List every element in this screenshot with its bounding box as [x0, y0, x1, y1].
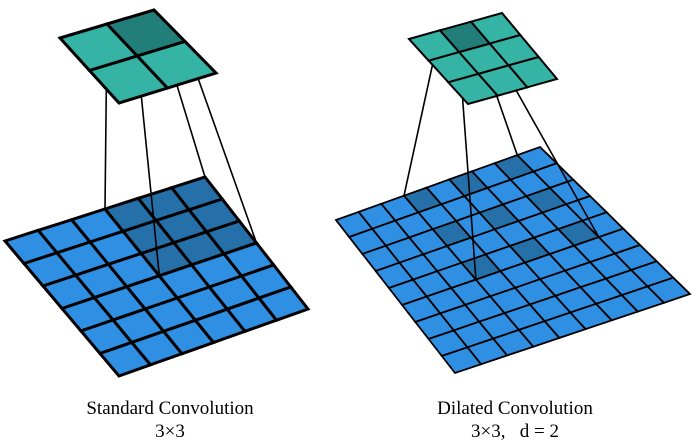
standard-convolution-caption: Standard Convolution 3×3 — [60, 397, 280, 443]
output-feature-map — [57, 8, 219, 105]
standard-convolution-panel — [2, 8, 311, 378]
output-feature-map — [407, 11, 559, 106]
caption-kernel-label: 3×3, d = 2 — [471, 421, 559, 442]
input-feature-map — [2, 175, 311, 378]
input-feature-map — [334, 145, 692, 375]
grid-cell — [134, 39, 219, 90]
grid-cell — [256, 285, 311, 322]
caption-title: Dilated Convolution — [437, 398, 593, 419]
caption-title: Standard Convolution — [86, 398, 254, 419]
dilated-convolution-caption: Dilated Convolution 3×3, d = 2 — [390, 397, 640, 443]
grid-cell — [506, 55, 559, 89]
caption-kernel-label: 3×3 — [155, 421, 185, 442]
dilated-convolution-panel — [334, 11, 692, 375]
grid-cell — [645, 276, 692, 304]
